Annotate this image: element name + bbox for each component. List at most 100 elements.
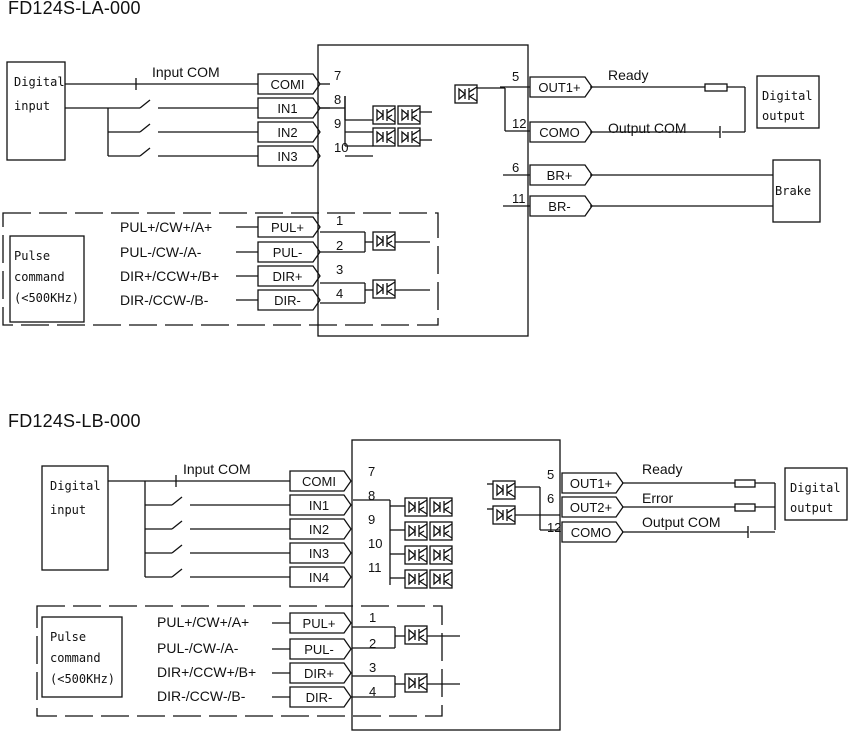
bottom-opto-pul-tr-c [418,627,428,634]
bottom-digital-output-box-line: output [790,501,833,515]
bottom-pin-pulp-shape [289,612,352,634]
top-opto-in2-tr-e [386,138,396,145]
bottom-opto-in2 [404,521,428,541]
top-pin-brp-label: BR+ [547,168,573,183]
bottom-digital-input-box-line: input [50,503,86,517]
bottom-opto-dir-tr-c [418,675,428,682]
top-pin-out1+-label: OUT1+ [538,80,580,95]
bottom-pin-out1p-shape [561,472,624,494]
bottom-pin-in2: IN2 [289,518,352,540]
bottom-opto-in2b-led [433,524,442,538]
top-output-com-label: Output COM [608,120,687,136]
bottom-opto-in3b-tr-e [443,556,453,563]
bottom-opto-in3-tr-e [418,556,428,563]
bottom-opto-out1-tr-c [506,482,516,489]
bottom-pin-in2-shape [289,518,352,540]
top-pulse-signal: DIR+/CCW+/B+ [120,268,219,284]
bottom-pin-pulp-label: PUL+ [303,616,336,631]
bottom-pin-in3: IN3 [289,542,352,564]
top-pin-number: 3 [336,262,343,277]
top-pin-number: 8 [334,92,341,107]
top-pin-in1: IN1 [257,97,321,119]
top-pin-brm-shape [529,195,593,217]
bottom-pulse-box [41,616,123,698]
top-pin-pulp-label: PUL+ [271,220,304,235]
bottom-error-label: Error [642,490,673,506]
top-opto-in1-body [372,105,396,125]
top-pin-in3-label: IN3 [277,149,297,164]
bottom-pin-out2p: OUT2+ [561,496,624,518]
bottom-pin-number: 4 [369,684,376,699]
top-opto-in1-tr-e [386,116,396,123]
top-pin-dirm-shape [257,289,321,311]
bottom-opto-in1-tr-e [418,508,428,515]
bottom-opto-in4b-tr-e [443,580,453,587]
bottom-opto-pul [404,625,428,645]
top-pin-pulm-shape [257,241,321,263]
top-pin-dirp-shape [257,265,321,287]
bottom-opto-in2-body [404,521,428,541]
bottom-input-switch [171,520,183,530]
top-opto-in2-tr-c [386,129,396,136]
top-pin-como-label: COMO [539,125,579,140]
bottom-diagram-title: FD124S-LB-000 [8,411,141,431]
bottom-pin-pulm-shape [289,638,352,660]
bottom-opto-out1-led [496,483,505,497]
top-input-switch [139,123,151,133]
bottom-pin-number: 1 [369,610,376,625]
bottom-pin-dirm-label: DIR- [306,690,333,705]
top-pin-number: 6 [512,160,519,175]
bottom-pin-dirp: DIR+ [289,662,352,684]
top-pin-out1+: OUT1+ [529,76,593,98]
bottom-pin-dirp-label: DIR+ [304,666,334,681]
bottom-opto-in3-body [404,545,428,565]
bottom-pin-comi-shape [289,470,352,492]
bottom-opto-in1b-body [429,497,453,517]
bottom-pin-out2p-shape [561,496,624,518]
bottom-opto-in3-led [408,548,417,562]
top-pin-comi-label: COMI [271,77,305,92]
top-pin-pulm: PUL- [257,241,321,263]
top-pin-brm-label: BR- [548,199,570,214]
top-com-node [320,96,346,120]
bottom-pin-in1-label: IN1 [309,498,329,513]
bottom-opto-in2-led [408,524,417,538]
top-pin-brm: BR- [529,195,593,217]
bottom-pin-como-label: COMO [571,525,611,540]
top-pin-brp: BR+ [529,164,593,186]
bottom-pin-dirm: DIR- [289,686,352,708]
top-opto-in2b-body [397,127,421,147]
top-pin-number: 11 [512,191,526,206]
bottom-pin-number: 10 [368,536,382,551]
bottom-input-switch [171,544,183,554]
bottom-driver-box [351,439,561,731]
bottom-pin-in1: IN1 [289,494,352,516]
top-opto-in2-led [376,130,385,144]
bottom-output-com-label: Output COM [642,514,721,530]
bottom-opto-pul-tr-e [418,636,428,643]
bottom-pin-pulm-label: PUL- [304,642,334,657]
top-ready-label: Ready [608,67,648,83]
bottom-pulse-box-line: Pulse [50,630,86,644]
bottom-pin-number: 12 [547,520,561,535]
top-opto-out [454,84,478,104]
top-opto-in1-tr-c [386,107,396,114]
bottom-opto-in1-tr-c [418,499,428,506]
bottom-opto-out1 [492,480,516,500]
bottom-digital-input-box-line: Digital [50,479,101,493]
top-opto-in1b-tr-c [411,107,421,114]
bottom-pin-dirm-shape [289,686,352,708]
top-opto-pul-led [376,234,385,248]
bottom-pin-number: 3 [369,660,376,675]
top-pin-number: 1 [336,213,343,228]
top-digital-output-box-line: Digital [762,89,813,103]
bottom-pin-number: 7 [368,464,375,479]
top-ready-resistor [704,83,728,92]
top-pulse-signal: PUL-/CW-/A- [120,244,202,260]
bottom-opto-in1-led [408,500,417,514]
bottom-pulse-signal: DIR-/CCW-/B- [157,688,246,704]
bottom-pin-in4: IN4 [289,566,352,588]
top-pin-comi-shape [257,73,321,95]
bottom-opto-in3 [404,545,428,565]
